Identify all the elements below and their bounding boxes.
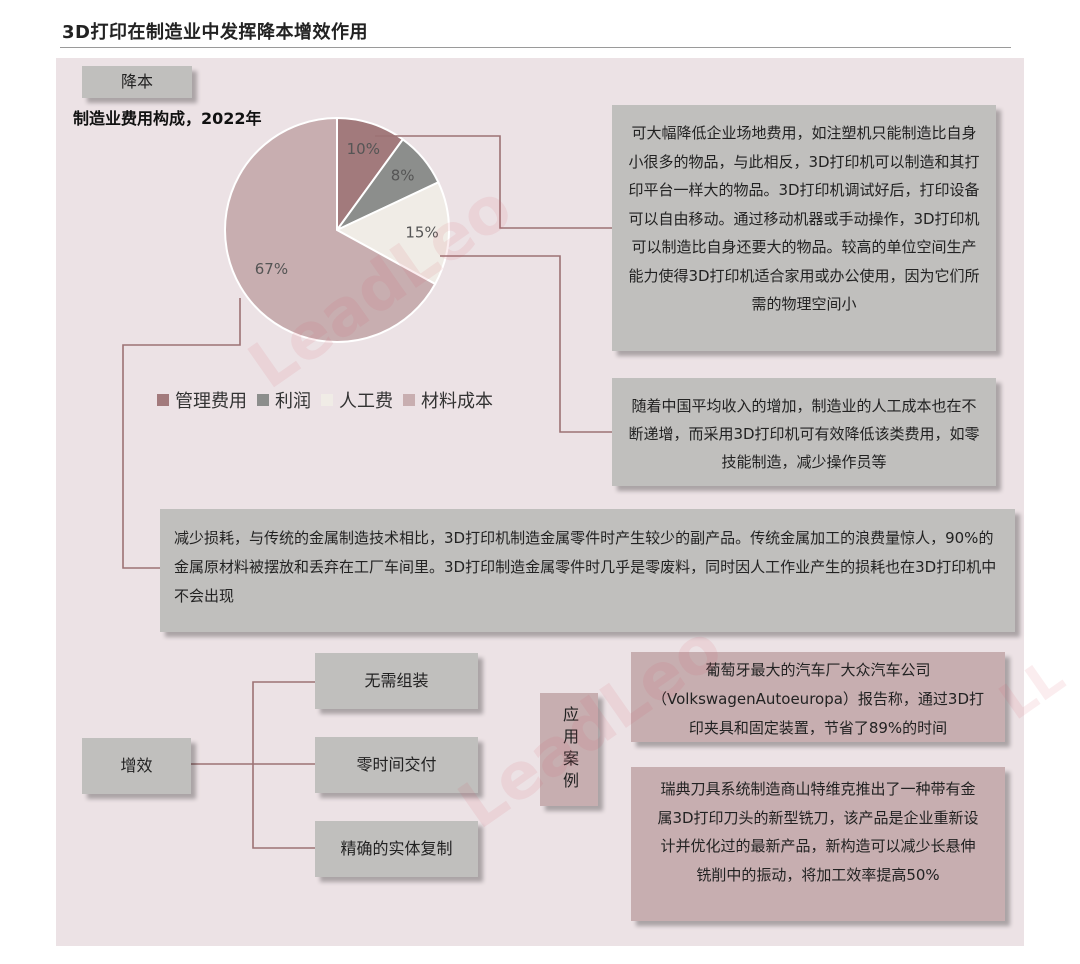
legend-label: 管理费用 — [175, 391, 247, 412]
legend-swatch — [403, 394, 415, 406]
labor-cost-box: 随着中国平均收入的增加，制造业的人工成本也在不断递增，而采用3D打印机可有效降低… — [612, 378, 996, 486]
legend-item: 管理费用 — [157, 387, 247, 413]
page-title: 3D打印在制造业中发挥降本增效作用 — [62, 22, 368, 43]
pie-slice-label: 8% — [391, 167, 415, 185]
application-cases-label: 应用案例 — [540, 693, 598, 806]
pie-slice — [224, 116, 437, 343]
legend-swatch — [157, 394, 169, 406]
application-cases-text: 应用案例 — [560, 705, 579, 794]
material-loss-box: 减少损耗，与传统的金属制造技术相比，3D打印机制造金属零件时产生较少的副产品。传… — [160, 509, 1015, 632]
legend-item: 利润 — [257, 387, 311, 413]
chart-legend: 管理费用 利润 人工费 材料成本 — [157, 387, 493, 413]
title-divider — [60, 47, 1011, 48]
legend-label: 人工费 — [339, 391, 393, 412]
legend-swatch — [321, 394, 333, 406]
case-volkswagen: 葡萄牙最大的汽车厂大众汽车公司（VolkswagenAutoeuropa）报告称… — [631, 652, 1005, 742]
efficiency-item-instant-delivery: 零时间交付 — [315, 737, 478, 793]
pie-chart: 10% 8% 15% 67% — [224, 116, 450, 343]
legend-item: 材料成本 — [403, 387, 493, 413]
cost-reduction-tag: 降本 — [82, 66, 192, 98]
space-saving-box: 可大幅降低企业场地费用，如注塑机只能制造比自身小很多的物品，与此相反，3D打印机… — [612, 105, 996, 351]
legend-swatch — [257, 394, 269, 406]
legend-label: 利润 — [275, 391, 311, 412]
pie-slice-label: 15% — [405, 224, 438, 242]
case-sandvik: 瑞典刀具系统制造商山特维克推出了一种带有金属3D打印刀头的新型铣刀，该产品是企业… — [631, 767, 1005, 921]
efficiency-tag: 增效 — [82, 738, 191, 794]
legend-label: 材料成本 — [421, 391, 493, 412]
pie-slice-label: 67% — [255, 260, 288, 278]
efficiency-item-precise-replication: 精确的实体复制 — [315, 821, 478, 877]
efficiency-item-no-assembly: 无需组装 — [315, 653, 478, 709]
legend-item: 人工费 — [321, 387, 393, 413]
pie-slice-label: 10% — [347, 140, 380, 158]
chart-title: 制造业费用构成，2022年 — [73, 109, 262, 128]
